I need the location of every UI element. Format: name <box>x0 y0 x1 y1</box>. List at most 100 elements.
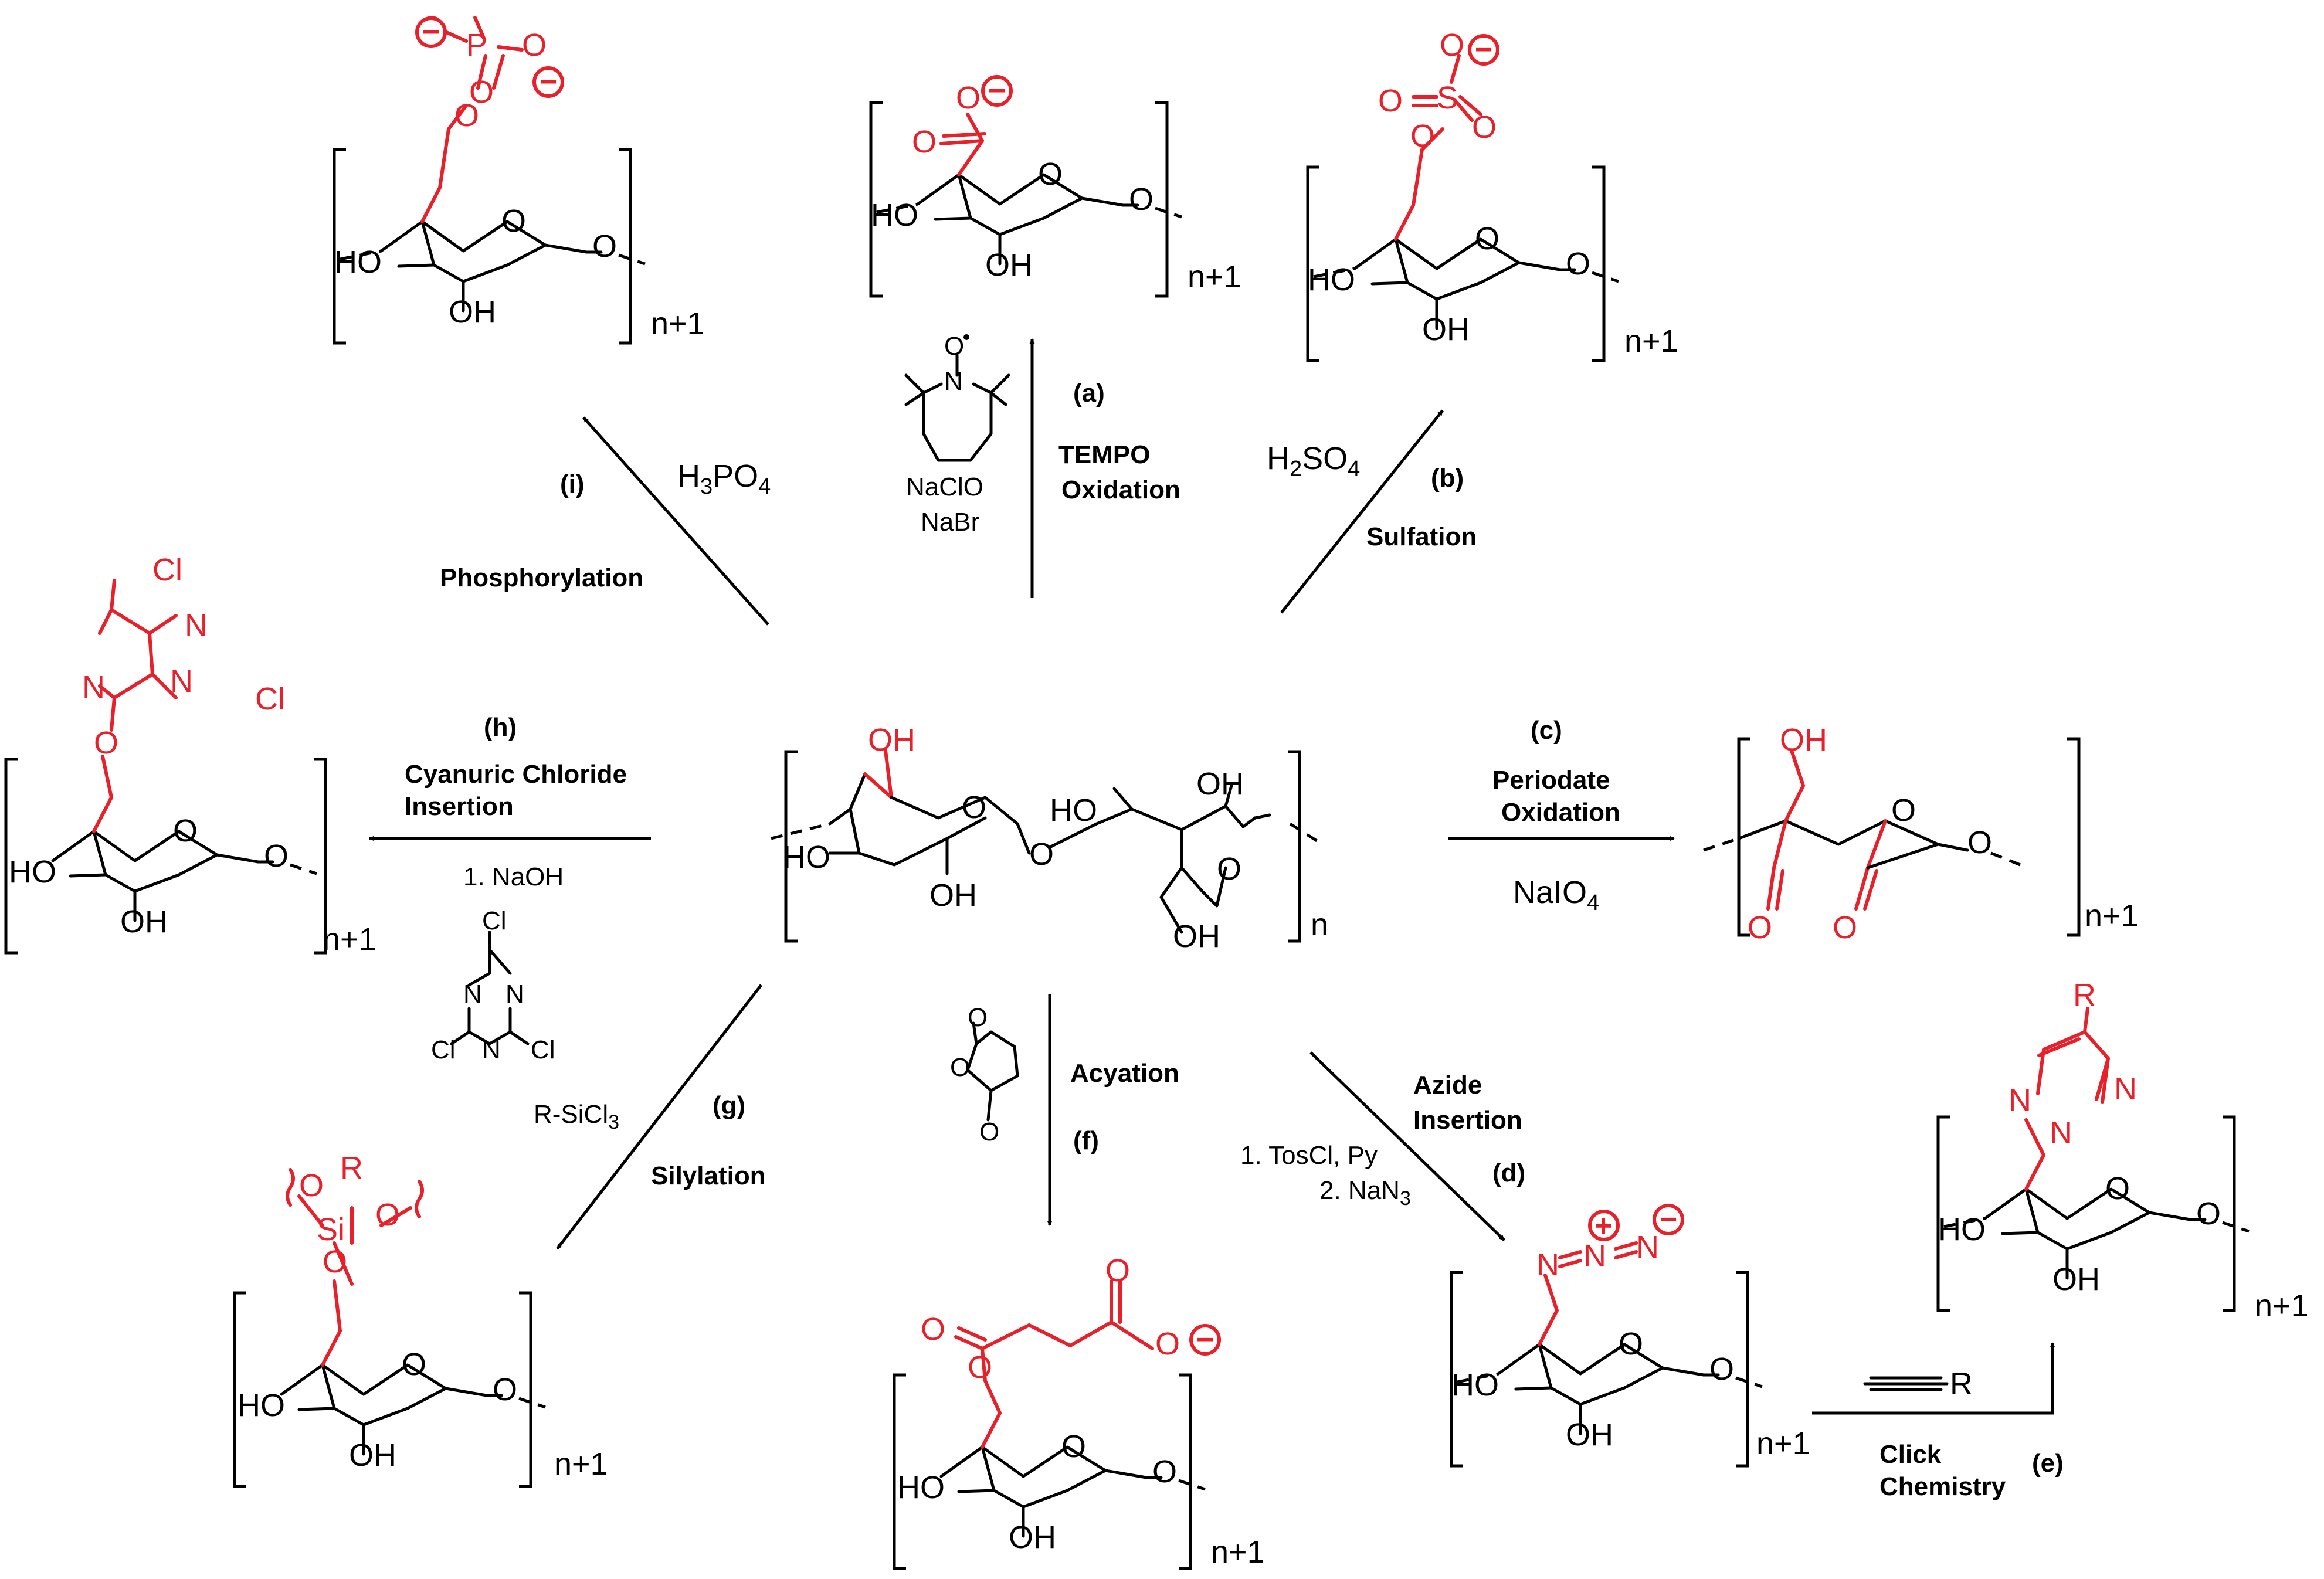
cyanuric-chloride-structure: Cl N N N Cl Cl <box>431 906 555 1064</box>
repeat-subscript: n+1 <box>554 1446 608 1482</box>
hydroxyl-label: OH <box>929 878 977 913</box>
reagent-rsicl3: R-SiCl3 <box>534 1100 619 1133</box>
reaction-label-b: (b) <box>1431 464 1464 493</box>
silylated-product: O HO OH O n+1 O Si O O R <box>233 1150 608 1488</box>
azide-product: O HO OH O n+1 N N N + − <box>1450 1203 1810 1468</box>
hydroxyl-label: OH <box>1173 919 1220 954</box>
ring-oxygen-label: O <box>1619 1326 1643 1361</box>
sulfation-name: Sulfation <box>1366 522 1477 551</box>
glycosidic-oxygen-label: O <box>264 838 289 874</box>
ring-oxygen-label: O <box>1061 1429 1086 1464</box>
tempo-structure: N O <box>904 332 1010 462</box>
ring-oxygen-label: O <box>1891 793 1916 828</box>
aldehyde-oxygen: O <box>1833 910 1857 945</box>
ester-oxygen: O <box>968 1350 992 1385</box>
glycosidic-oxygen-label: O <box>493 1372 517 1407</box>
glycosidic-oxygen-label: O <box>1967 825 1992 860</box>
hydroxyl-label: HO <box>1451 1367 1499 1403</box>
reaction-label-i: (i) <box>560 470 585 498</box>
reagent-naclo: NaClO <box>906 473 983 501</box>
reagent-nabr: NaBr <box>921 508 979 536</box>
hydroxyl-label: HO <box>334 245 382 280</box>
carboxylate-oxygen: O <box>1155 1326 1180 1361</box>
reaction-label-f: (f) <box>1073 1126 1099 1155</box>
sulfate-ester-oxygen: O <box>1410 118 1435 154</box>
sulfate-oxygen: O <box>1472 110 1497 145</box>
click-name-2: Chemistry <box>1879 1472 2006 1501</box>
hydroxyl-label: OH <box>1566 1417 1613 1452</box>
c6-hydroxyl-label: OH <box>868 722 915 758</box>
azide-nitrogen: N <box>1583 1238 1606 1274</box>
triazine-nitrogen: N <box>185 608 208 643</box>
repeat-subscript: n+1 <box>1188 259 1241 294</box>
repeat-subscript: n+1 <box>651 306 705 341</box>
hydroxyl-label: HO <box>1938 1212 1986 1247</box>
glycosidic-oxygen-label: O <box>1129 182 1153 217</box>
glycosidic-oxygen-label: O <box>592 229 617 264</box>
chlorine-label: Cl <box>531 1035 555 1064</box>
hydroxyl-label: OH <box>1196 766 1244 802</box>
alkyne-reagent: R <box>1863 1366 1973 1401</box>
reagent-naoh: 1. NaOH <box>463 862 564 891</box>
reagent-toscl: 1. TosCl, Py <box>1240 1141 1378 1170</box>
alkyne-r-group: R <box>1950 1366 1973 1401</box>
chlorine-label: Cl <box>255 681 285 717</box>
hydroxyl-label: OH <box>1422 312 1470 347</box>
hydroxyl-label: HO <box>897 1470 945 1505</box>
anhydride-oxygen: O <box>979 1118 999 1146</box>
reaction-arrows <box>369 338 2055 1415</box>
ring-oxygen-label: O <box>402 1347 426 1382</box>
nitrogen-label: N <box>463 980 482 1008</box>
reaction-label-g: (g) <box>713 1091 745 1120</box>
ring-oxygen-label: O <box>173 813 198 848</box>
hydroxyl-label: OH <box>449 294 496 330</box>
reaction-label-h: (h) <box>484 713 517 742</box>
hydroxyl-label: HO <box>9 854 56 889</box>
tempo-nitrogen: N <box>944 367 963 396</box>
tempo-oxygen: O <box>944 332 964 361</box>
triazole-r-group: R <box>2073 977 2096 1013</box>
silyl-ether-oxygen: O <box>323 1244 347 1279</box>
repeat-subscript: n+1 <box>1211 1534 1265 1570</box>
triazine-nitrogen: N <box>170 664 193 699</box>
hydroxyl-label: HO <box>871 198 918 233</box>
anhydride-oxygen: O <box>968 1003 988 1032</box>
repeat-subscript: n+1 <box>2085 898 2139 933</box>
hydroxyl-label: HO <box>1308 262 1355 297</box>
sulfate-oxygen: O <box>1440 28 1464 63</box>
tempo-name: TEMPO <box>1058 440 1150 469</box>
azide-name-2: Insertion <box>1413 1106 1522 1135</box>
triazole-nitrogen: N <box>2009 1083 2031 1118</box>
periodate-oxidized-product: O O n+1 OH O O <box>1703 722 2139 945</box>
cyanuric-name: Cyanuric Chloride <box>405 760 627 789</box>
reaction-labels: (a) TEMPO Oxidation NaClO NaBr (b) Sulfa… <box>405 379 2064 1501</box>
phosphorus-label: P <box>466 28 487 63</box>
hydroxyl-label: OH <box>1009 1520 1056 1555</box>
phosphate-oxygen: O <box>522 28 547 63</box>
nitrogen-label: N <box>505 980 524 1008</box>
cyanuric-name-2: Insertion <box>405 792 514 821</box>
aldehyde-oxygen: O <box>1748 910 1772 945</box>
chlorine-label: Cl <box>152 552 182 588</box>
reaction-label-e: (e) <box>2032 1449 2064 1478</box>
glycosidic-oxygen-label: O <box>1152 1454 1177 1489</box>
silyl-oxygen: O <box>299 1168 324 1203</box>
phosphorylation-name: Phosphorylation <box>440 563 643 592</box>
chlorine-label: Cl <box>431 1035 456 1064</box>
hydroxyl-label: HO <box>783 840 830 875</box>
svg-text:−: − <box>988 74 1006 108</box>
acylation-name: Acyation <box>1070 1059 1179 1088</box>
silylation-name: Silylation <box>651 1162 766 1190</box>
carboxylate-oxygen: O <box>956 80 981 116</box>
carbonyl-oxygen: O <box>912 124 937 159</box>
triazine-ether-oxygen: O <box>94 725 118 760</box>
ring-oxygen-label: O <box>1217 851 1241 887</box>
reagent-h3po4: H3PO4 <box>677 459 771 499</box>
phosphorylated-product: O HO OH O n+1 O P O O O − − <box>333 10 705 345</box>
ring-oxygen-label: O <box>2105 1171 2130 1206</box>
repeat-subscript: n+1 <box>2255 1288 2309 1323</box>
reaction-label-d: (d) <box>1492 1159 1525 1187</box>
ester-carbonyl-oxygen: O <box>921 1312 945 1347</box>
sulfate-oxygen: O <box>1378 83 1403 118</box>
azide-nitrogen: N <box>1536 1247 1559 1282</box>
